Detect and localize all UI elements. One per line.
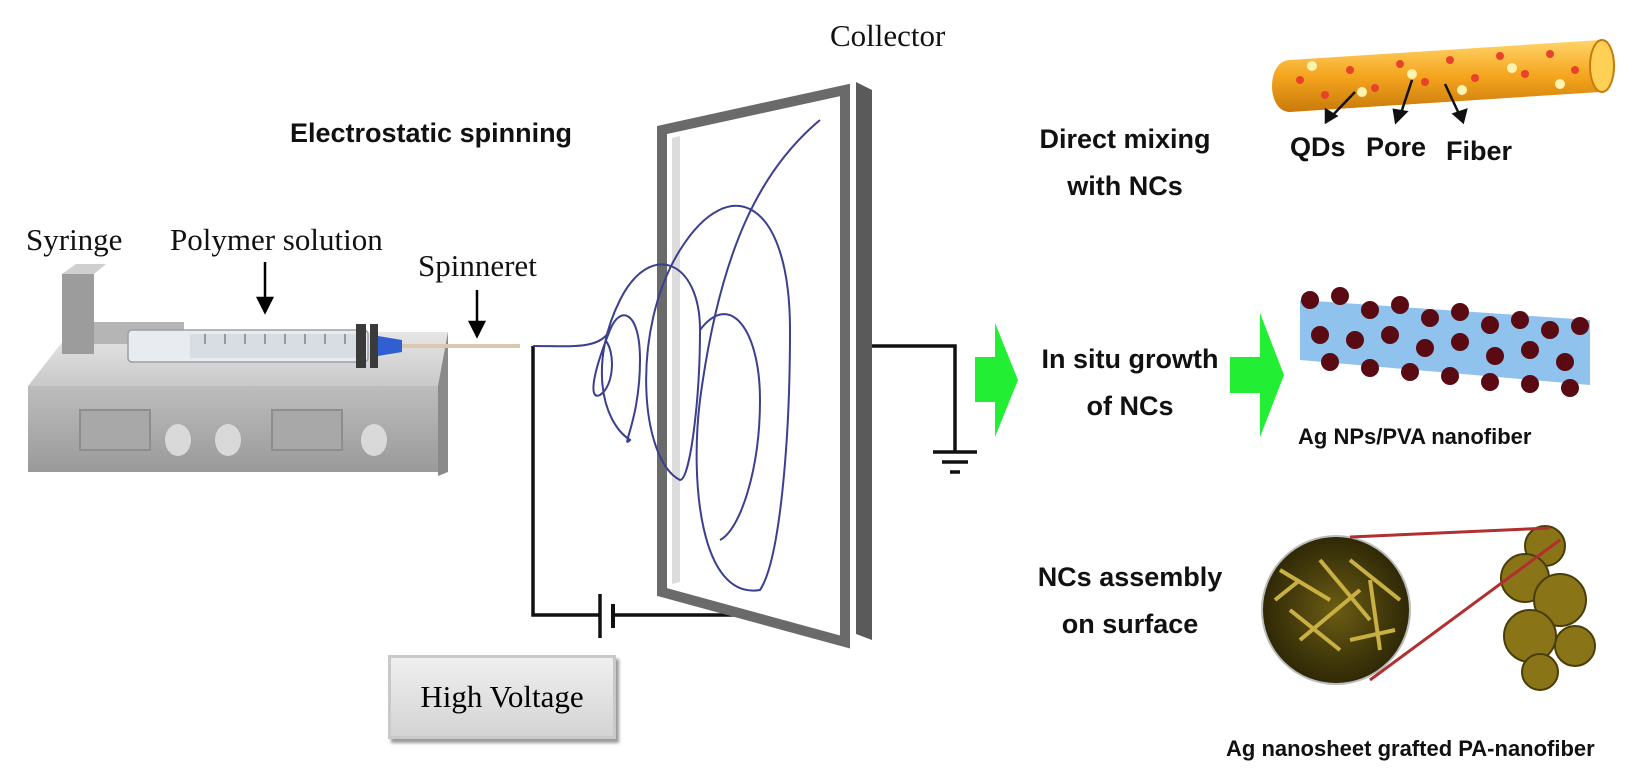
syringe-label: Syringe bbox=[26, 222, 123, 257]
ag-pva-fiber-illustration bbox=[1300, 287, 1590, 397]
method-line: with NCs bbox=[1067, 171, 1183, 202]
battery-icon bbox=[598, 594, 615, 638]
high-voltage-label: High Voltage bbox=[420, 679, 584, 714]
green-arrow-icon bbox=[975, 313, 1284, 437]
high-voltage-box: High Voltage bbox=[388, 655, 616, 739]
ag-pva-label: Ag NPs/PVA nanofiber bbox=[1298, 424, 1532, 449]
syringe-pump bbox=[28, 264, 448, 476]
ag-pa-label: Ag nanosheet grafted PA-nanofiber bbox=[1226, 736, 1595, 761]
method-line: In situ growth bbox=[1041, 344, 1219, 374]
qd-fiber-illustration bbox=[1272, 39, 1615, 125]
pore-label: Pore bbox=[1366, 132, 1427, 162]
spinneret-label: Spinneret bbox=[418, 248, 537, 283]
ag-pa-fiber-illustration bbox=[1261, 525, 1596, 691]
qds-label: QDs bbox=[1290, 132, 1346, 162]
method-direct-mixing: Direct mixing with NCs bbox=[1030, 116, 1220, 211]
method-line: NCs assembly bbox=[1037, 562, 1223, 592]
down-arrow-icon bbox=[255, 262, 487, 339]
spun-fiber bbox=[532, 119, 821, 592]
collector-label: Collector bbox=[830, 18, 946, 53]
fiber-label: Fiber bbox=[1446, 136, 1513, 166]
method-in-situ: In situ growth of NCs bbox=[1025, 336, 1235, 431]
ground-icon bbox=[933, 450, 977, 474]
syringe bbox=[127, 324, 520, 368]
method-line: Direct mixing bbox=[1039, 124, 1211, 154]
method-assembly: NCs assembly on surface bbox=[1030, 554, 1230, 649]
collector-plate bbox=[657, 82, 872, 649]
polymer-solution-label: Polymer solution bbox=[170, 222, 383, 257]
method-line: on surface bbox=[1061, 609, 1199, 640]
method-line: of NCs bbox=[1086, 391, 1174, 422]
electrostatic-spinning-label: Electrostatic spinning bbox=[290, 118, 573, 148]
